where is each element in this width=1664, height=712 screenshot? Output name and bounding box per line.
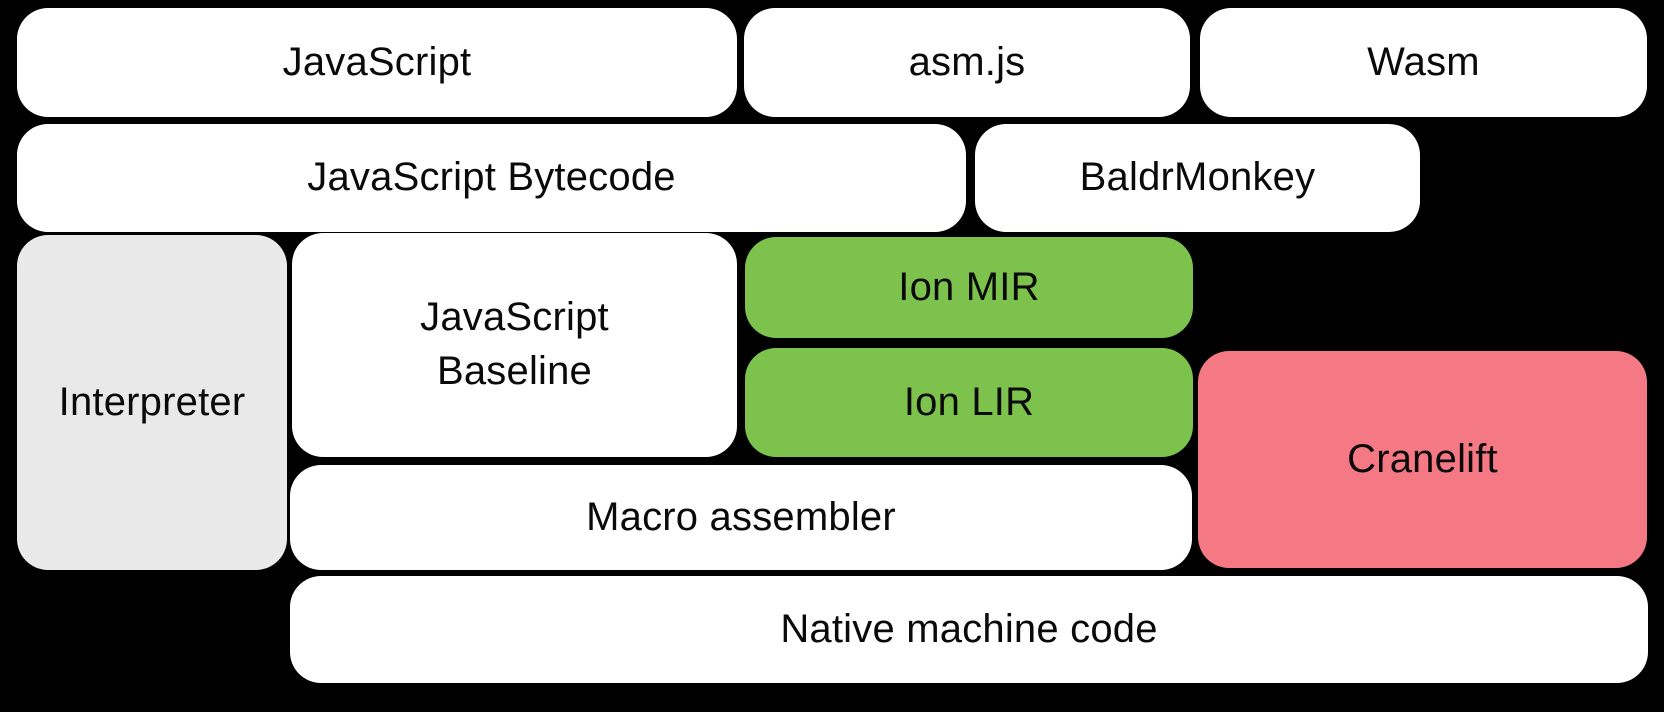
node-javascript-bytecode: JavaScript Bytecode (17, 124, 966, 232)
node-javascript: JavaScript (17, 8, 737, 117)
node-asm-js: asm.js (744, 8, 1190, 117)
node-interpreter: Interpreter (17, 235, 287, 570)
node-macro-assembler: Macro assembler (290, 465, 1192, 570)
node-wasm: Wasm (1200, 8, 1647, 117)
node-cranelift: Cranelift (1198, 351, 1647, 568)
node-ion-mir: Ion MIR (745, 237, 1193, 338)
node-javascript-baseline: JavaScript Baseline (292, 233, 737, 457)
node-ion-lir: Ion LIR (745, 348, 1193, 457)
node-baldrmonkey: BaldrMonkey (975, 124, 1420, 232)
node-native-machine-code: Native machine code (290, 576, 1648, 683)
